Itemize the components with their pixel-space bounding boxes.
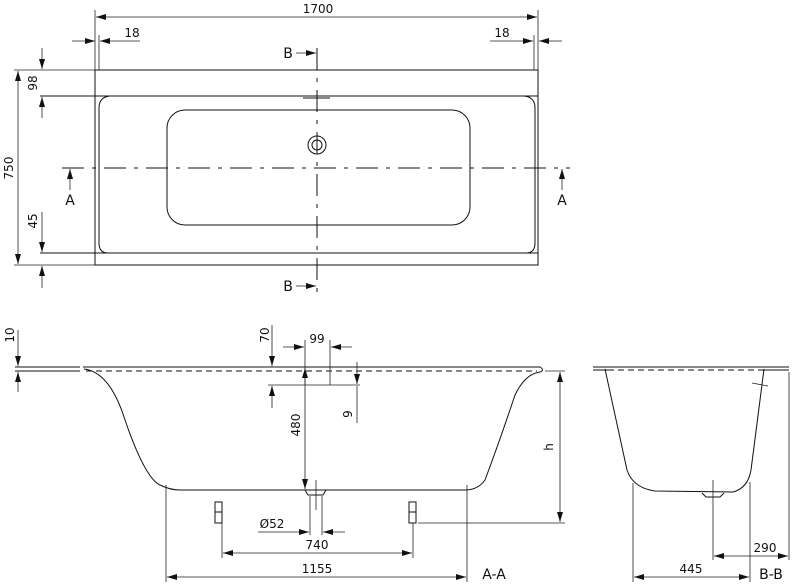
plan-view: 1700 18 18 750 98 45 [2, 2, 570, 295]
dimension-rim-thickness: 10 [3, 327, 21, 392]
dim-height: h [542, 443, 556, 451]
section-mark-a-right: A [557, 193, 567, 209]
section-label-a-a: A-A [482, 567, 506, 583]
dim-rim-bottom: 45 [26, 213, 40, 228]
dimension-depth: 480 [289, 368, 308, 489]
dimension-overflow-depth: 70 [258, 325, 360, 408]
dim-overflow-depth: 70 [258, 327, 272, 342]
dim-rim-thickness: 10 [3, 327, 17, 342]
foot-right [408, 501, 417, 524]
foot-left [214, 501, 223, 524]
dimension-base-length: 1155 [165, 485, 468, 582]
dimension-length: 1700 [94, 2, 539, 70]
dimension-height: h [418, 370, 565, 524]
dimension-overflow-offset: 9 [341, 362, 360, 423]
dim-drain-diameter: Ø52 [260, 517, 285, 531]
dimension-width: 750 [2, 69, 95, 266]
dimension-base-width: 445 [632, 482, 751, 582]
dim-base-length: 1155 [302, 562, 333, 576]
dim-depth: 480 [289, 414, 303, 437]
rim-top [83, 366, 543, 373]
dim-rim-right: 18 [494, 26, 509, 40]
dimension-overflow-width: 99 [283, 332, 352, 385]
tub-cross-profile [604, 368, 765, 493]
dim-feet-spacing: 740 [306, 538, 329, 552]
dimension-drain-offset: 290 [712, 372, 790, 560]
dimension-drain-diameter: Ø52 [258, 480, 345, 535]
dim-overflow-offset: 9 [341, 410, 355, 418]
dim-rim-left: 18 [124, 26, 139, 40]
section-mark-b-bottom: B [283, 279, 293, 295]
section-b-b: 290 445 B-B [593, 366, 790, 583]
dimension-rim-bottom: 45 [26, 212, 45, 288]
overflow-mark [751, 382, 769, 387]
section-a-a: 10 70 99 9 480 h [3, 325, 565, 583]
drain [304, 489, 327, 496]
dim-length: 1700 [303, 2, 334, 16]
dim-overflow-width: 99 [309, 332, 324, 346]
dim-drain-offset: 290 [754, 541, 777, 555]
dim-width: 750 [2, 157, 16, 180]
inner-rim [98, 95, 536, 254]
dimension-feet-spacing: 740 [221, 523, 414, 558]
dim-rim-top: 98 [26, 75, 40, 90]
dimension-rim-left: 18 [72, 26, 140, 70]
dimension-rim-top: 98 [26, 48, 45, 118]
section-mark-b-top: B [283, 46, 293, 62]
tub-profile [83, 368, 541, 491]
dimension-rim-right: 18 [490, 26, 562, 70]
dim-base-width: 445 [680, 562, 703, 576]
section-label-b-b: B-B [759, 567, 783, 583]
section-mark-a-left: A [65, 193, 75, 209]
